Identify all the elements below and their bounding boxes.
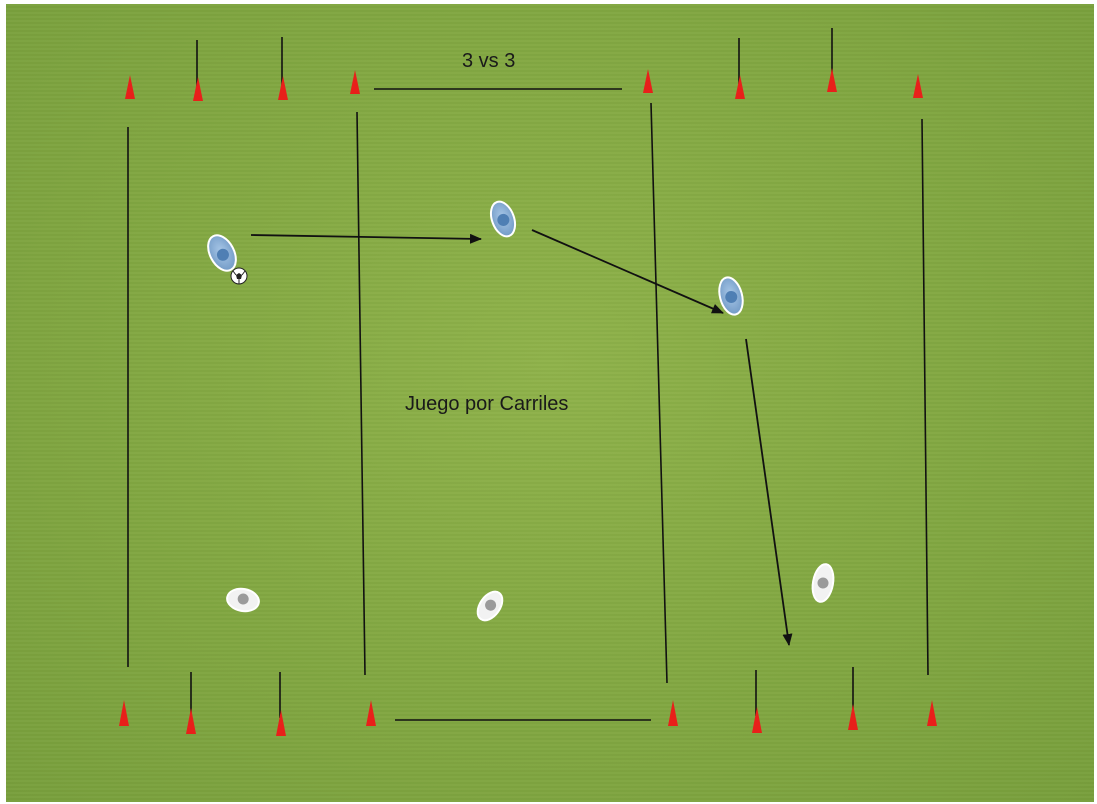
right-outer-lane-line	[921, 118, 929, 676]
right-inner-lane-line	[650, 102, 668, 684]
pass-arrow-icon	[250, 233, 482, 244]
cones	[119, 68, 937, 736]
cone-icon	[827, 68, 837, 92]
cone-icon	[643, 69, 653, 93]
left-inner-lane-line	[356, 111, 366, 676]
training-field	[6, 4, 1094, 802]
cone-icon	[276, 710, 286, 736]
player-marker-icon	[811, 563, 835, 603]
cone-icon	[752, 707, 762, 733]
cone-icon	[927, 700, 937, 726]
cone-icon	[366, 700, 376, 726]
cone-icon	[193, 77, 203, 101]
flag-poles	[190, 28, 854, 718]
player-marker-icon	[489, 200, 517, 238]
pass-arrow-icon	[531, 229, 724, 314]
player-marker-icon	[718, 276, 744, 316]
drill-center-label: Juego por Carriles	[405, 393, 569, 415]
cone-icon	[913, 74, 923, 98]
cone-icon	[278, 76, 288, 100]
soccer-ball-icon	[230, 267, 248, 285]
player-marker-icon	[226, 587, 260, 613]
drill-title: 3 vs 3	[462, 50, 516, 72]
player-marker-icon	[476, 590, 504, 622]
cone-icon	[186, 708, 196, 734]
cone-icon	[668, 700, 678, 726]
cone-icon	[119, 700, 129, 726]
cone-icon	[125, 75, 135, 99]
player-marker-icon	[207, 234, 237, 272]
pass-arrow-icon	[745, 338, 793, 646]
white-team	[226, 563, 835, 622]
cone-icon	[735, 75, 745, 99]
cone-icon	[848, 704, 858, 730]
cone-icon	[350, 70, 360, 94]
blue-team	[207, 200, 744, 316]
pass-arrows	[250, 229, 793, 646]
lane-lines	[127, 88, 929, 721]
